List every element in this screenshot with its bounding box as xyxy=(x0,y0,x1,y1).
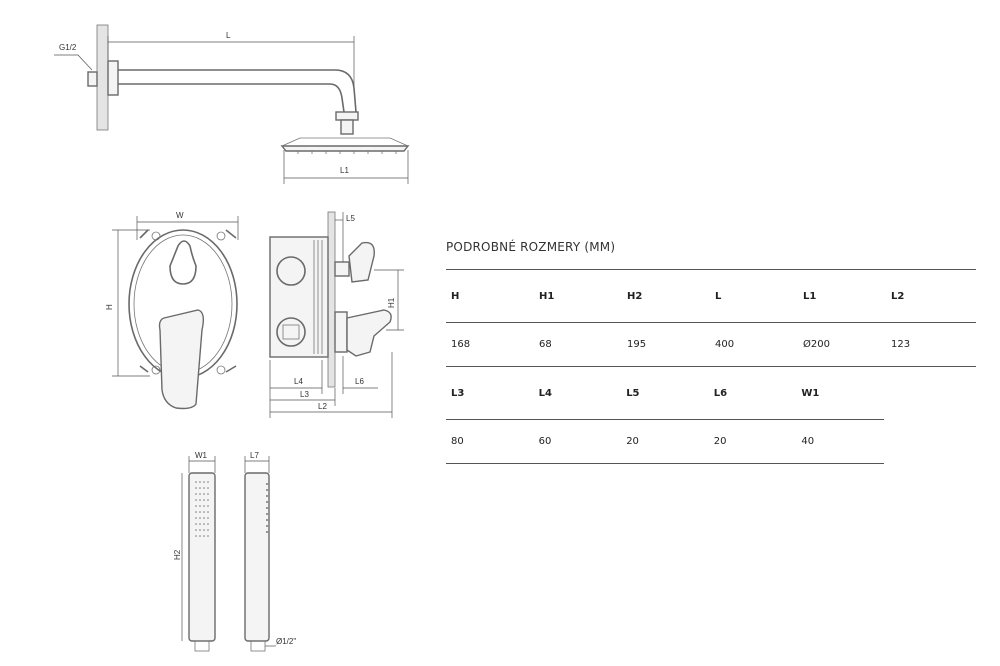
ball-joint xyxy=(340,119,354,135)
header-cell: L5 xyxy=(626,387,640,399)
mixer-mount-ears xyxy=(139,229,237,373)
side-nozzles xyxy=(266,483,268,533)
table-header-row-2: L3 L4 L5 L6 W1 xyxy=(446,367,884,420)
thread-leader-line xyxy=(54,54,93,71)
diverter-knob xyxy=(169,240,197,285)
header-cell: H2 xyxy=(627,290,643,302)
wall-flange xyxy=(107,60,119,96)
table-header-row-1: H H1 H2 L L1 L2 xyxy=(446,269,976,323)
thread-connector xyxy=(87,71,98,87)
table-title: PODROBNÉ ROZMERY (MM) xyxy=(446,240,616,254)
hand-shower-thread-front xyxy=(194,640,210,652)
dim-H2-label: H2 xyxy=(173,549,182,560)
hand-shower-front: W1 H2 xyxy=(173,451,216,652)
dim-W1-label: W1 xyxy=(195,451,208,460)
dim-H-label: H xyxy=(105,304,114,310)
mixer-lever-side xyxy=(346,309,392,357)
shower-head-top xyxy=(281,137,409,147)
screw-hole-bl xyxy=(151,365,161,375)
shower-head xyxy=(280,145,410,152)
header-cell: L3 xyxy=(451,387,465,399)
hand-shower-body xyxy=(188,472,216,642)
value-cell: Ø200 xyxy=(803,339,830,350)
dim-L4-label: L4 xyxy=(294,377,303,386)
diverter-knob-side xyxy=(348,241,375,283)
spray-nozzles xyxy=(195,481,209,537)
mixer-front-view: W H xyxy=(105,211,239,410)
value-cell: 60 xyxy=(538,436,552,447)
wall-section-mixer xyxy=(327,211,336,388)
header-cell: H xyxy=(451,290,460,302)
hose-thread-label: Ø1/2" xyxy=(276,637,296,646)
value-cell: 168 xyxy=(451,339,471,350)
mixer-lever-front xyxy=(158,309,205,410)
table-value-row-1: 168 68 195 400 Ø200 123 xyxy=(446,323,976,367)
table-value-row-2: 80 60 20 20 40 xyxy=(446,420,884,464)
hand-shower-thread-side xyxy=(250,640,266,652)
value-cell: 20 xyxy=(713,436,727,447)
header-cell: H1 xyxy=(539,290,555,302)
value-cell: 400 xyxy=(715,339,735,350)
value-cell: 80 xyxy=(451,436,464,447)
thread-label: G1/2 xyxy=(59,43,77,52)
wall-section xyxy=(96,24,109,131)
dimensions-table-section: PODROBNÉ ROZMERY (MM) H H1 H2 L L1 L2 16… xyxy=(446,237,976,464)
dim-L1-label: L1 xyxy=(340,166,349,175)
value-cell: 123 xyxy=(891,339,911,350)
header-cell: L xyxy=(715,290,722,302)
hand-shower-side: L7 Ø1/2" xyxy=(244,451,296,652)
shower-arm-pipe xyxy=(118,69,357,113)
diverter-stem xyxy=(334,261,350,277)
dim-L7-label: L7 xyxy=(250,451,259,460)
value-cell: 195 xyxy=(627,339,647,350)
header-cell: L1 xyxy=(803,290,817,302)
dim-L6-label: L6 xyxy=(355,377,364,386)
value-cell: 68 xyxy=(539,339,552,350)
arm-joint xyxy=(335,111,359,121)
dim-W-label: W xyxy=(176,211,184,220)
shower-arm-drawing: G1/2 L L1 xyxy=(54,24,410,184)
value-cell: 40 xyxy=(801,436,815,447)
header-cell: W1 xyxy=(801,387,820,399)
dim-L2-label: L2 xyxy=(318,402,327,411)
dim-L3-label: L3 xyxy=(300,390,309,399)
screw-hole-br xyxy=(216,365,226,375)
dim-H1-label: H1 xyxy=(387,297,396,308)
header-cell: L4 xyxy=(538,387,552,399)
box-connector xyxy=(282,324,300,340)
dim-L-label: L xyxy=(226,31,231,40)
hand-shower-side-body xyxy=(244,472,270,642)
header-cell: L2 xyxy=(891,290,905,302)
box-outlet-bottom xyxy=(276,317,306,347)
screw-hole-tr xyxy=(216,231,226,241)
dim-L5-label: L5 xyxy=(346,214,355,223)
mixer-side-view: L5 H1 L4 L6 L3 L2 xyxy=(269,211,404,418)
header-cell: L6 xyxy=(713,387,728,399)
value-cell: 20 xyxy=(626,436,639,447)
mixer-body-side xyxy=(334,311,348,353)
box-outlet-top xyxy=(276,256,306,286)
